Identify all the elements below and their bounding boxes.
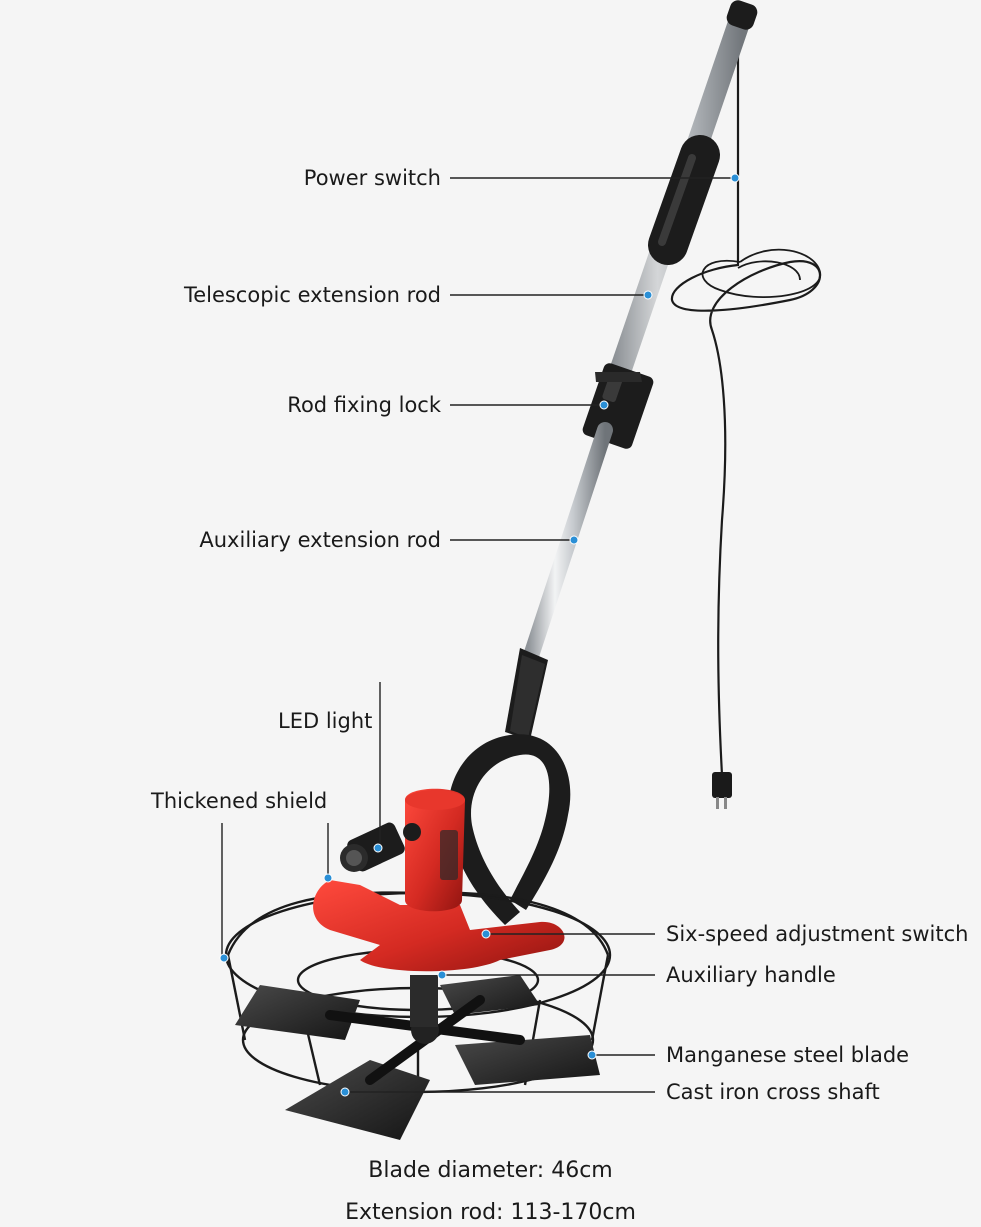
cord-plug [712, 772, 732, 798]
motor-housing [405, 788, 465, 912]
yoke-arc [448, 734, 571, 925]
label-auxiliary-rod: Auxiliary extension rod [199, 528, 441, 552]
label-telescopic-rod: Telescopic extension rod [183, 283, 441, 307]
label-led-light: LED light [278, 709, 373, 733]
label-thickened-shield: Thickened shield [151, 789, 328, 813]
power-cord-coil [701, 248, 821, 299]
label-auxiliary-handle: Auxiliary handle [666, 963, 836, 987]
marker-dots [219, 173, 740, 1097]
main-grip [648, 135, 720, 265]
motor-base [313, 880, 565, 972]
label-cross-shaft: Cast iron cross shaft [666, 1080, 880, 1104]
label-speed-switch: Six-speed adjustment switch [666, 922, 969, 946]
leader-lines [221, 177, 735, 1093]
auxiliary-rod [520, 422, 613, 673]
spec-blade-diameter: Blade diameter: 46cm [368, 1158, 613, 1183]
power-cord [670, 22, 821, 776]
rod-end-cap [726, 0, 758, 30]
label-rod-lock: Rod fixing lock [287, 393, 441, 417]
spec-extension-rod: Extension rod: 113-170cm [345, 1200, 636, 1225]
label-manganese-blade: Manganese steel blade [666, 1043, 910, 1067]
label-power-switch: Power switch [303, 166, 441, 190]
rod-lock-clamp [582, 363, 654, 449]
blade-set [235, 975, 600, 1140]
